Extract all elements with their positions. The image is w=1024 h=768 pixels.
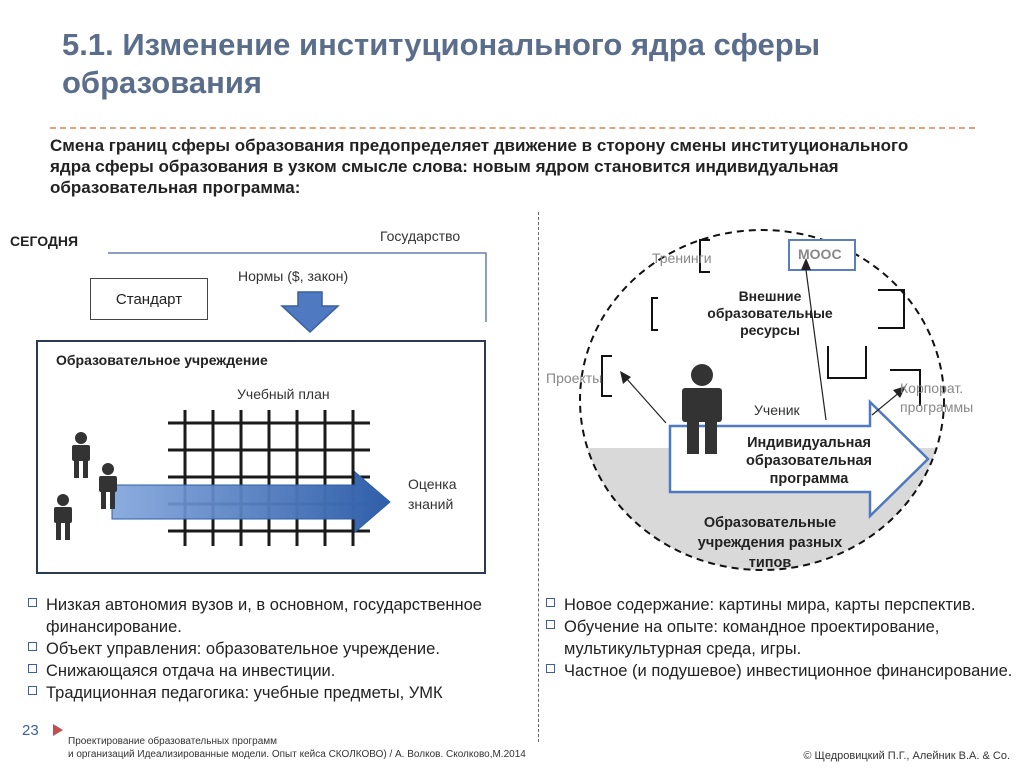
people-group-icon [54, 432, 117, 540]
state-bracket [108, 252, 487, 322]
connector-projects [625, 377, 667, 424]
institution-label: Образовательное учреждение [56, 352, 268, 368]
list-item: Объект управления: образовательное учреж… [28, 638, 533, 660]
state-label: Государство [380, 228, 461, 244]
list-item: Снижающаяся отдача на инвестиции. [28, 660, 533, 682]
page-number: 23 [22, 722, 39, 739]
institutions-types-label: Образовательные учреждения разных типов [697, 515, 843, 571]
projects-label: Проекты [546, 370, 603, 386]
resource-brackets [601, 239, 921, 406]
assessment-label-line1: Оценка [408, 476, 457, 492]
bullet-checkbox-icon [546, 620, 555, 629]
process-arrow-icon [111, 470, 391, 534]
education-sphere-boundary [579, 229, 945, 571]
bullet-checkbox-icon [546, 664, 555, 673]
right-bullet-list: Новое содержание: картины мира, карты пе… [546, 594, 1018, 682]
student-label: Ученик [754, 402, 800, 418]
left-diagram-graphics [54, 252, 487, 546]
connector-corporate [871, 391, 901, 416]
mooc-label: MOOC [798, 246, 842, 262]
list-item: Традиционная педагогика: учебные предмет… [28, 682, 533, 704]
left-bullet-list: Низкая автономия вузов и, в основном, го… [28, 594, 533, 704]
curriculum-grid [168, 410, 370, 546]
standard-label: Стандарт [115, 290, 183, 308]
title-separator [50, 127, 975, 129]
today-label: СЕГОДНЯ [10, 233, 79, 249]
page-title: 5.1. Изменение институционального ядра с… [62, 27, 821, 100]
person-icon [99, 463, 117, 509]
list-item: Низкая автономия вузов и, в основном, го… [28, 594, 533, 638]
bullet-checkbox-icon [28, 642, 37, 651]
intro-text: Смена границ сферы образования предопред… [50, 136, 909, 197]
person-icon [72, 432, 90, 478]
individual-program-label: Индивидуальная образовательная программа [746, 435, 872, 487]
column-divider [538, 212, 539, 742]
external-resources-label: Внешние образовательные ресурсы [707, 288, 833, 338]
list-item: Частное (и подушевое) инвестиционное фин… [546, 660, 1018, 682]
institution-box [36, 340, 486, 574]
trainings-label: Тренинги [652, 250, 712, 266]
right-diagram-graphics [579, 229, 945, 571]
assessment-label-line2: знаний [408, 496, 454, 512]
connector-mooc [805, 269, 827, 421]
bullet-checkbox-icon [28, 664, 37, 673]
list-item: Новое содержание: картины мира, карты пе… [546, 594, 1018, 616]
bullet-checkbox-icon [546, 598, 555, 607]
standard-box: Стандарт [90, 278, 208, 320]
source-citation: Проектирование образовательных программ … [68, 736, 526, 760]
individual-program-arrow-icon [668, 399, 930, 519]
person-icon [54, 494, 72, 540]
bullet-checkbox-icon [28, 686, 37, 695]
norms-label: Нормы ($, закон) [238, 268, 349, 284]
copyright-text: © Щедровицкий П.Г., Алейник В.А. & Co. [803, 750, 1010, 762]
play-triangle-icon [53, 724, 63, 736]
bullet-checkbox-icon [28, 598, 37, 607]
down-arrow-icon [280, 291, 340, 334]
list-item: Обучение на опыте: командное проектирова… [546, 616, 1018, 660]
curriculum-label: Учебный план [237, 386, 330, 402]
corporate-programs-label: Корпорат. программы [900, 380, 974, 415]
student-person-icon [682, 364, 722, 454]
mooc-box [788, 239, 856, 271]
